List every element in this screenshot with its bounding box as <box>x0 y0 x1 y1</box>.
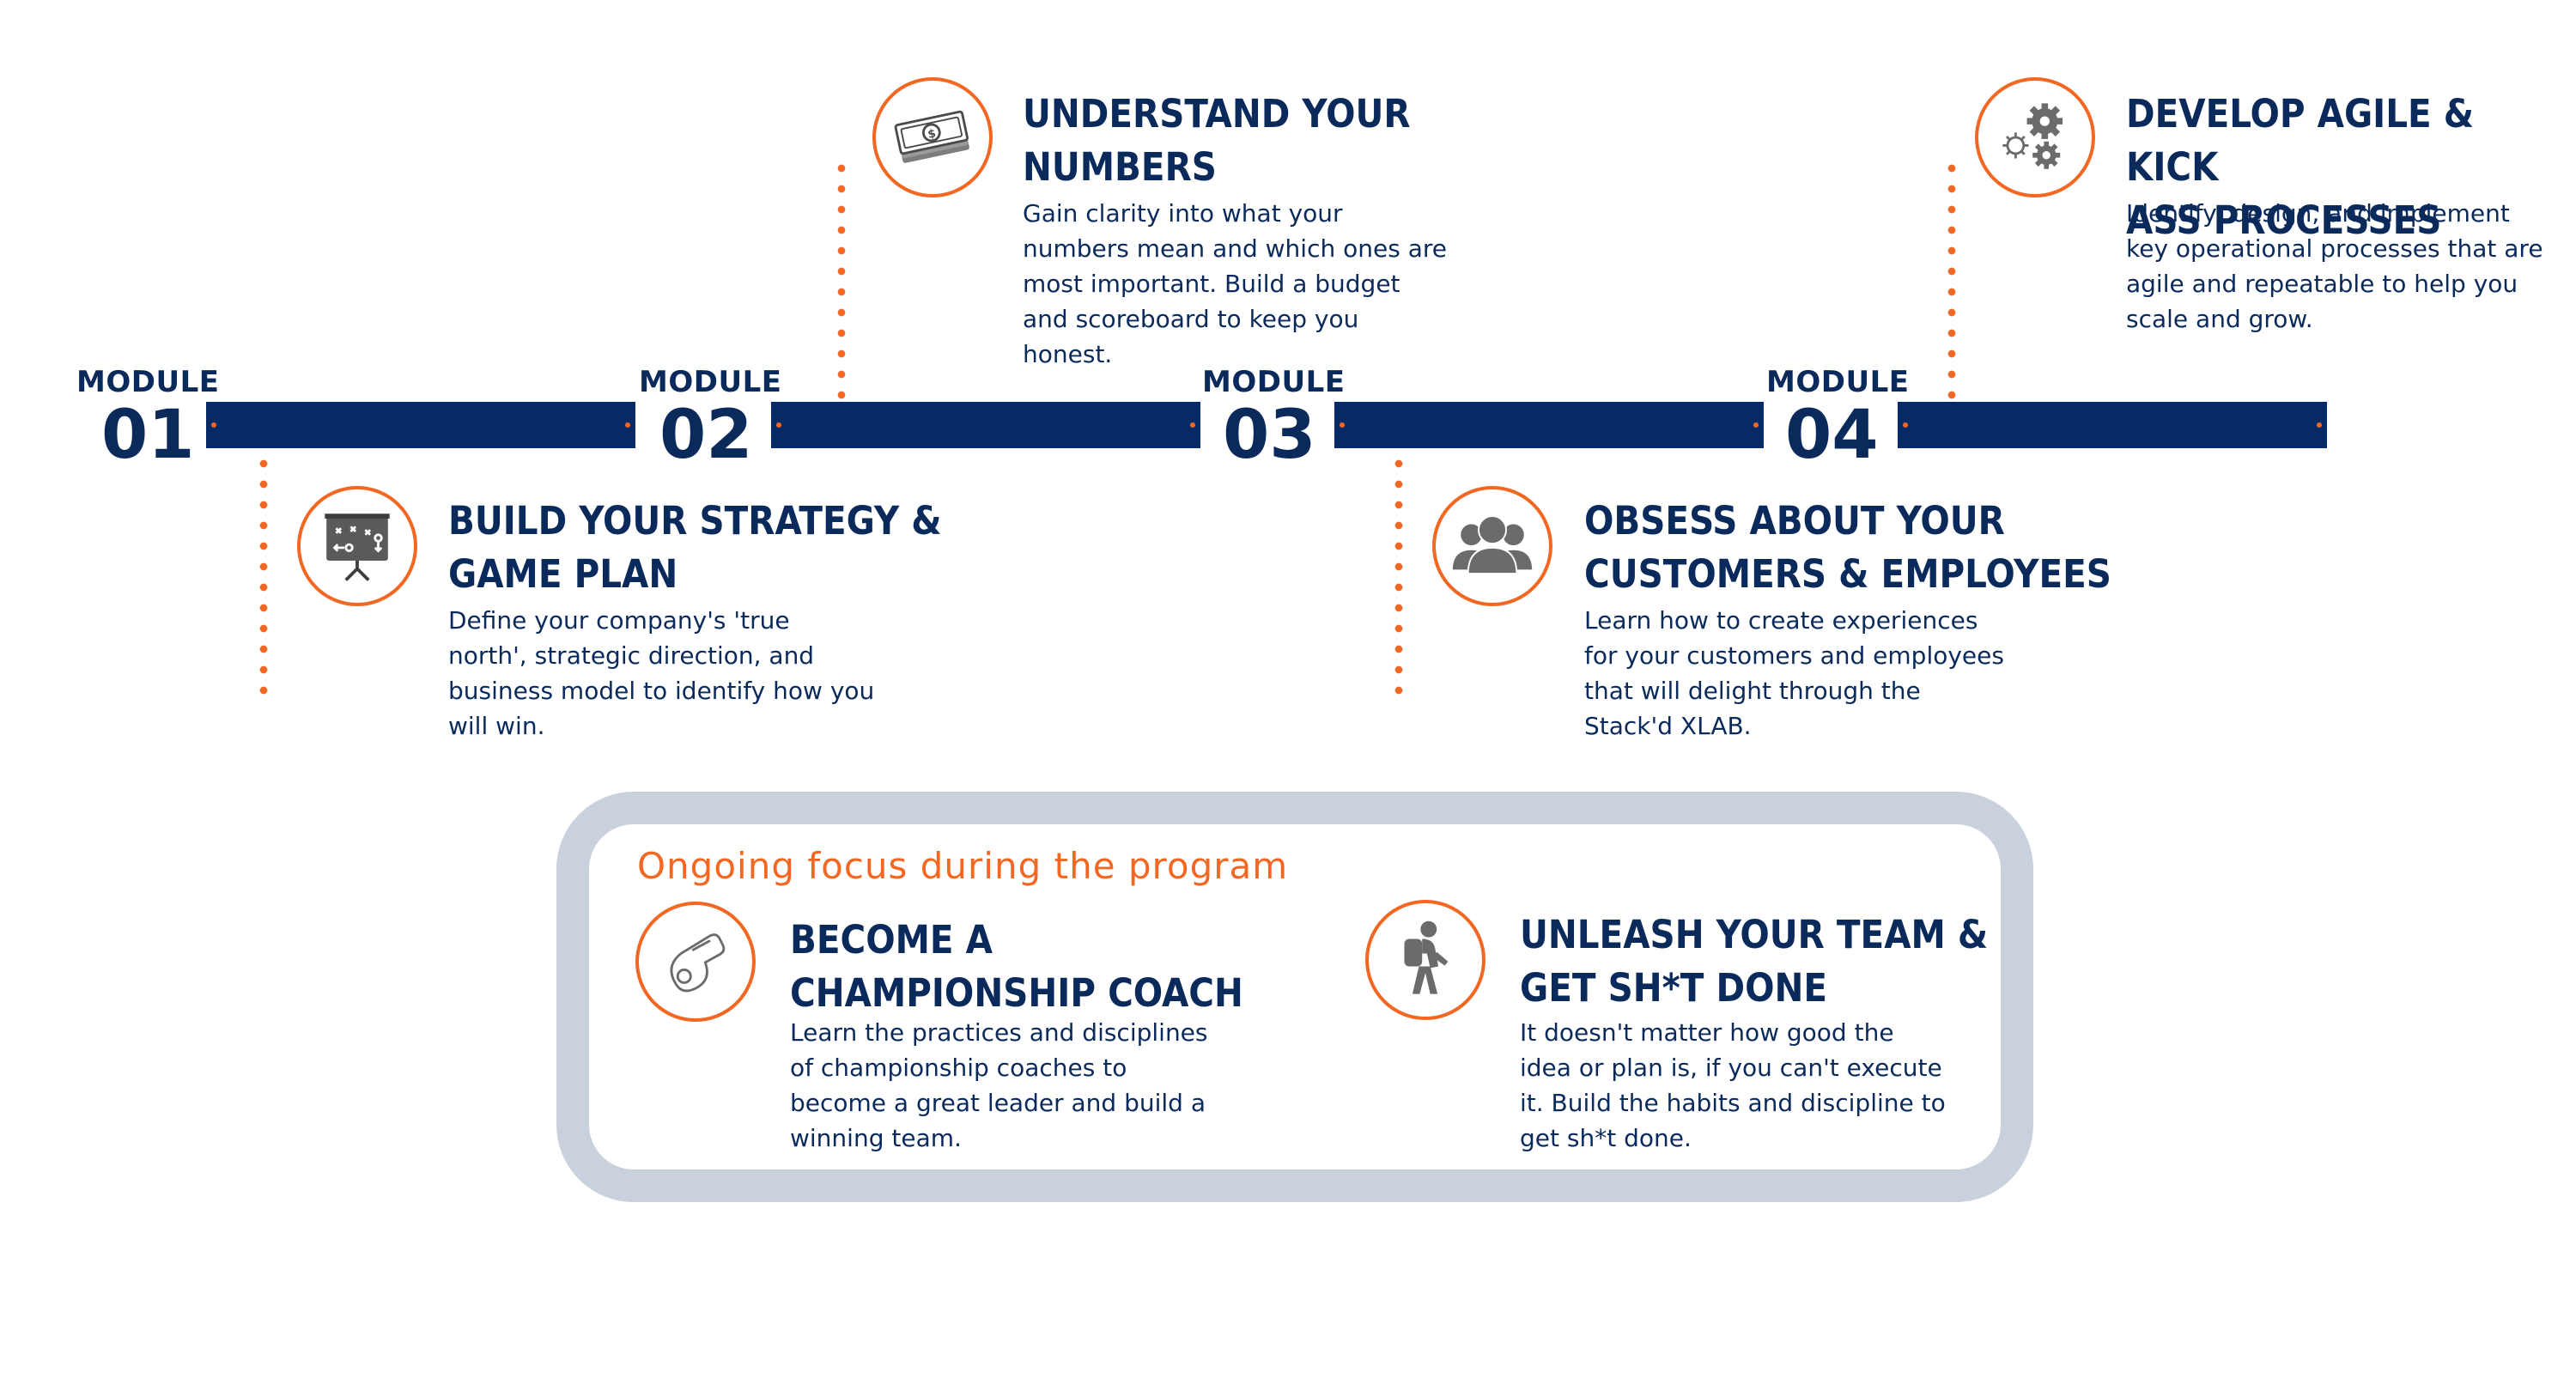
module-03-number: 03 <box>1223 397 1316 474</box>
ongoing-item-2-title: UNLEASH YOUR TEAM & GET SH*T DONE <box>1520 912 1989 1011</box>
connector-module-01 <box>259 453 268 695</box>
module-03-title: OBSESS ABOUT YOUR CUSTOMERS & EMPLOYEES <box>1584 498 2111 597</box>
module-04-bar <box>1898 402 2327 448</box>
ongoing-item-1-title: BECOME A CHAMPIONSHIP COACH <box>790 917 1243 1016</box>
connector-module-04 <box>1947 158 1956 400</box>
people-group-icon <box>1432 486 1552 606</box>
connector-module-02 <box>837 158 846 400</box>
money-stack-icon: $ <box>872 77 993 197</box>
whistle-icon <box>635 902 756 1022</box>
module-02-number: 02 <box>659 397 753 474</box>
strategy-board-icon <box>297 486 417 606</box>
module-01-number: 01 <box>101 397 195 474</box>
module-02-title: UNDERSTAND YOUR NUMBERS <box>1023 91 1411 190</box>
ongoing-focus-frame <box>556 792 2033 1202</box>
module-03-label: MODULE <box>1202 365 1346 399</box>
ongoing-focus-heading: Ongoing focus during the program <box>637 845 1289 887</box>
connector-module-03 <box>1394 453 1403 695</box>
module-04-label: MODULE <box>1766 365 1910 399</box>
module-01-title: BUILD YOUR STRATEGY & GAME PLAN <box>448 498 942 597</box>
module-01-description: Define your company's 'true north', stra… <box>448 606 875 740</box>
module-02-bar <box>771 402 1200 448</box>
ongoing-item-2-description: It doesn't matter how good the idea or p… <box>1520 1018 1946 1152</box>
gears-icon <box>1975 77 2095 197</box>
module-02-label: MODULE <box>639 365 782 399</box>
module-02-description: Gain clarity into what your numbers mean… <box>1023 199 1447 368</box>
module-04-title: DEVELOP AGILE & KICK ASS PROCESSES <box>2126 91 2475 243</box>
svg-text:$: $ <box>927 127 937 142</box>
module-04-number: 04 <box>1785 397 1879 474</box>
module-01-bar <box>206 402 635 448</box>
module-03-description: Learn how to create experiences for your… <box>1584 606 2004 740</box>
ongoing-item-1-description: Learn the practices and disciplines of c… <box>790 1018 1208 1152</box>
module-03-bar <box>1334 402 1764 448</box>
module-01-label: MODULE <box>76 365 220 399</box>
backpack-hiker-icon <box>1365 900 1485 1020</box>
module-04-description: Identify, design, and implement key oper… <box>2126 199 2543 333</box>
